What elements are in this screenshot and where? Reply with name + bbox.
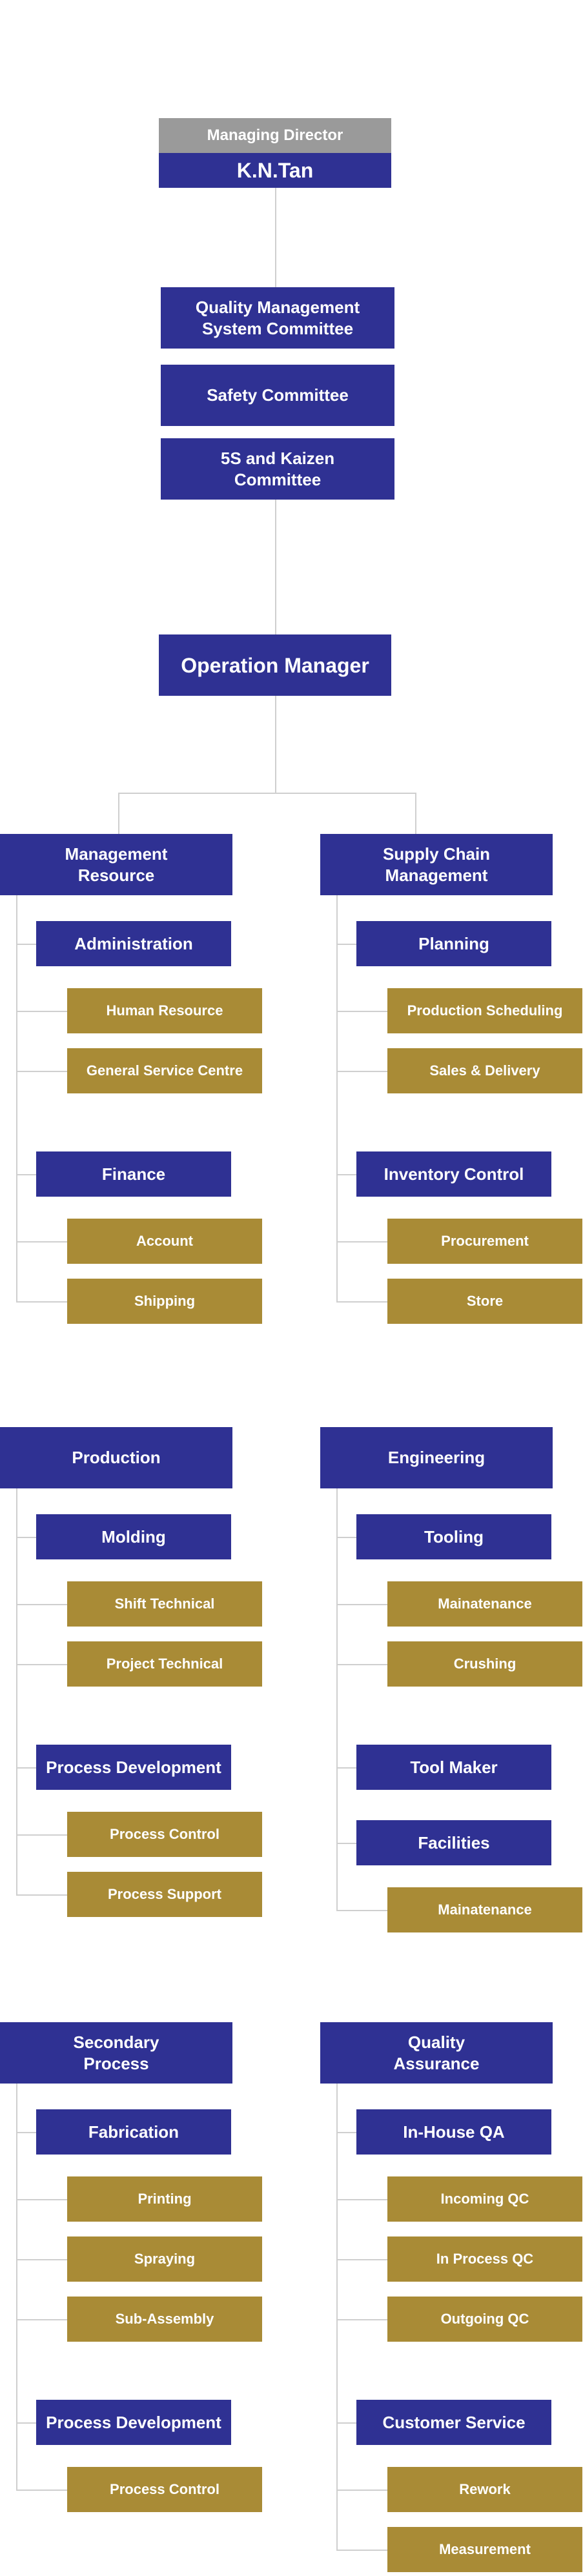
department-quality-assurance: Quality Assurance <box>320 2022 553 2084</box>
section-facilities: Facilities <box>356 1820 551 1865</box>
branch-line <box>16 1174 36 1175</box>
branch-line <box>16 1537 36 1538</box>
section-customer-service: Customer Service <box>356 2400 551 2445</box>
committee-qms: Quality Management System Committee <box>161 287 394 349</box>
branch-line <box>336 2259 387 2260</box>
branch-line <box>336 2132 356 2133</box>
connector-top-horizontal <box>118 793 416 794</box>
branch-line <box>336 944 356 945</box>
unit-account: Account <box>67 1219 262 1264</box>
branch-line <box>336 1604 387 1605</box>
branch-line <box>16 2259 67 2260</box>
unit-incoming-qc: Incoming QC <box>387 2176 582 2222</box>
operation-manager: Operation Manager <box>159 634 391 696</box>
unit-store: Store <box>387 1279 582 1324</box>
branch-line <box>16 944 36 945</box>
branch-line <box>16 1301 67 1303</box>
unit-general-service-centre: General Service Centre <box>67 1048 262 1093</box>
branch-line <box>16 1767 36 1769</box>
branch-line <box>336 1843 356 1844</box>
branch-line <box>336 1301 387 1303</box>
trunk-line <box>336 1488 338 1911</box>
unit-human-resource: Human Resource <box>67 988 262 1033</box>
unit-printing: Printing <box>67 2176 262 2222</box>
branch-line <box>16 2199 67 2200</box>
branch-line <box>336 1011 387 1012</box>
unit-outgoing-qc: Outgoing QC <box>387 2297 582 2342</box>
unit-crushing: Crushing <box>387 1641 582 1687</box>
department-engineering: Engineering <box>320 1427 553 1488</box>
trunk-line <box>16 2084 17 2490</box>
branch-line <box>336 2319 387 2320</box>
department-secondary-process: Secondary Process <box>0 2022 232 2084</box>
branch-line <box>336 2490 387 2491</box>
unit-rework: Rework <box>387 2467 582 2512</box>
branch-line <box>16 1241 67 1242</box>
department-management-resource: Management Resource <box>0 834 232 895</box>
branch-line <box>16 1011 67 1012</box>
section-process-development: Process Development <box>36 1745 231 1790</box>
branch-line <box>16 1664 67 1665</box>
trunk-line <box>336 895 338 1302</box>
unit-shift-technical: Shift Technical <box>67 1581 262 1627</box>
section-tooling: Tooling <box>356 1514 551 1559</box>
unit-mainatenance: Mainatenance <box>387 1581 582 1627</box>
unit-spraying: Spraying <box>67 2236 262 2282</box>
branch-line <box>16 2490 67 2491</box>
unit-production-scheduling: Production Scheduling <box>387 988 582 1033</box>
section-fabrication: Fabrication <box>36 2109 231 2155</box>
branch-line <box>16 1604 67 1605</box>
branch-line <box>336 1767 356 1769</box>
trunk-line <box>16 1488 17 1895</box>
managing-director-name: K.N.Tan <box>159 153 391 188</box>
connector-to-management-resource <box>118 793 119 834</box>
department-production: Production <box>0 1427 232 1488</box>
branch-line <box>336 2422 356 2424</box>
branch-line <box>336 1664 387 1665</box>
managing-director-role: Managing Director <box>159 118 391 153</box>
unit-mainatenance: Mainatenance <box>387 1887 582 1932</box>
section-administration: Administration <box>36 921 231 966</box>
trunk-line <box>16 895 17 1302</box>
connector-operation-manager-down <box>275 695 276 793</box>
branch-line <box>16 1071 67 1072</box>
branch-line <box>16 1834 67 1836</box>
connector-committees-to-operation-manager <box>275 500 276 635</box>
branch-line <box>336 1537 356 1538</box>
branch-line <box>16 2132 36 2133</box>
connector-to-supply-chain <box>415 793 416 834</box>
unit-sub-assembly: Sub-Assembly <box>67 2297 262 2342</box>
section-in-house-qa: In-House QA <box>356 2109 551 2155</box>
unit-measurement: Measurement <box>387 2527 582 2572</box>
section-process-development: Process Development <box>36 2400 231 2445</box>
unit-in-process-qc: In Process QC <box>387 2236 582 2282</box>
section-planning: Planning <box>356 921 551 966</box>
section-tool-maker: Tool Maker <box>356 1745 551 1790</box>
branch-line <box>16 2319 67 2320</box>
department-supply-chain-management: Supply Chain Management <box>320 834 553 895</box>
unit-shipping: Shipping <box>67 1279 262 1324</box>
unit-sales-delivery: Sales & Delivery <box>387 1048 582 1093</box>
branch-line <box>336 1910 387 1911</box>
branch-line <box>336 1174 356 1175</box>
connector-md-to-committees <box>275 187 276 287</box>
trunk-line <box>336 2084 338 2550</box>
section-finance: Finance <box>36 1151 231 1197</box>
committee-5s-kaizen: 5S and Kaizen Committee <box>161 438 394 500</box>
unit-process-support: Process Support <box>67 1872 262 1917</box>
branch-line <box>336 2550 387 2551</box>
branch-line <box>336 2199 387 2200</box>
unit-procurement: Procurement <box>387 1219 582 1264</box>
section-inventory-control: Inventory Control <box>356 1151 551 1197</box>
committee-safety: Safety Committee <box>161 365 394 426</box>
unit-project-technical: Project Technical <box>67 1641 262 1687</box>
unit-process-control: Process Control <box>67 2467 262 2512</box>
branch-line <box>336 1241 387 1242</box>
branch-line <box>16 2422 36 2424</box>
branch-line <box>336 1071 387 1072</box>
branch-line <box>16 1894 67 1896</box>
section-molding: Molding <box>36 1514 231 1559</box>
unit-process-control: Process Control <box>67 1812 262 1857</box>
